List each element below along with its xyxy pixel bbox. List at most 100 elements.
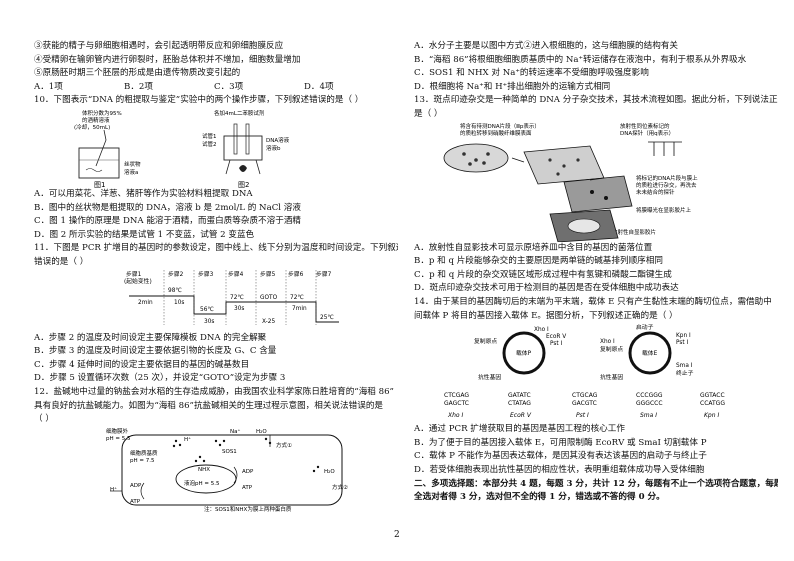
flame-icon	[239, 164, 247, 172]
q10-stem: 10．下图表示“DNA 的粗提取与鉴定”实验中的两个操作步骤，下列叙述错误的是（…	[34, 95, 364, 106]
ph-in-label: 细胞质基质	[130, 449, 158, 457]
fig1-label-a: 丝状物	[124, 160, 141, 168]
fig1-label-top3: (冷却，50mL)	[74, 123, 110, 131]
q11-pcr-svg: 步骤1 (起始变性) 步骤2 步骤3 步骤4 步骤5 步骤6 步骤7 98℃ 7…	[124, 269, 339, 325]
seq-4-top: CCCGGG	[636, 392, 663, 399]
ph-in-value: pH = 7.5	[130, 458, 155, 464]
nhx-label: NHX	[198, 467, 210, 473]
q9-options: A．1项 B．2项 C．3项 D．4项	[34, 81, 398, 95]
na-label: Na⁺	[230, 428, 240, 435]
q9-option-d: D．4项	[304, 81, 334, 92]
time-30s-a: 30s	[204, 319, 214, 325]
fig2-label-tube1: 试管1	[202, 132, 217, 140]
petri-dish-icon	[443, 143, 509, 172]
fig2-label-top: 各加4mL二苯胺试剂	[214, 109, 265, 117]
seq-5-bottom: CCATGG	[700, 400, 725, 407]
q14-stem-2: 间载体 P 将目的基因接入载体 E。据图分析，下列叙述正确的是（ ）	[414, 310, 678, 321]
seq-2-top: GATATC	[508, 392, 531, 399]
q13-figure: 将含有待测DNA片段（Ⅲp表示） 的质粒转移到硝酸纤维膜表面 放射性同位素标记的…	[414, 122, 778, 242]
p-ecorv: EcoR Ⅴ	[546, 334, 566, 340]
step1-sub: (起始变性)	[124, 277, 152, 285]
seq-5-top: GGTACC	[700, 392, 725, 399]
p-pst: Pst Ⅰ	[550, 341, 563, 347]
ph-out-value: pH = 5.5	[106, 436, 131, 442]
q14-option-a: A．通过 PCR 扩增获取目的基因是基因工程的核心工作	[414, 424, 625, 435]
q10-fig2: 各加4mL二苯胺试剂 试管1 试管2 DNA溶液 溶液b 图2	[202, 109, 290, 189]
q9-option-b: B．2项	[124, 81, 153, 92]
q10-option-d: D．图 2 所示实验的结果是试管 1 不变蓝，试管 2 变蓝色	[34, 229, 255, 240]
q11-option-c: C．步骤 4 延伸时间的设定主要依据目的基因的碱基数目	[34, 359, 250, 370]
seq-5-name: Kpn Ⅰ	[704, 412, 719, 419]
h2o-label-2: H₂O	[324, 469, 335, 475]
seq-4-name: Sma Ⅰ	[640, 412, 657, 419]
temp-72b: 72℃	[290, 294, 304, 301]
step3-label: 步骤3	[198, 270, 214, 278]
left-column: ③获能的精子与卵细胞相遇时，会引起透明带反应和卵细胞膜反应 ④受精卵在输卵管内进…	[34, 0, 398, 513]
h2o-label-1: H₂O	[256, 429, 267, 435]
statement-4: ④受精卵在输卵管内进行卵裂时，胚胎总体积并不增加，细胞数量增加	[34, 54, 301, 65]
e-pst: Pst Ⅰ	[676, 340, 689, 346]
q14-figure: 载体P 载体E Xho Ⅰ EcoR Ⅴ Pst Ⅰ 复制原点 抗性基因 启动子…	[414, 323, 778, 423]
q13-svg: 将含有待测DNA片段（Ⅲp表示） 的质粒转移到硝酸纤维膜表面 放射性同位素标记的…	[443, 122, 698, 242]
q13-stem-2: 是（ ）	[414, 108, 443, 119]
adp-label-2: ADP	[130, 483, 142, 489]
statement-5: ⑤原肠胚时期三个胚层的形成是由遗传物质改变引起的	[34, 68, 241, 79]
seq-2-bottom: CTATAG	[508, 400, 531, 407]
q12-note: 注：SOS1和NHX为膜上两种蛋白质	[204, 505, 292, 513]
time-30s-b: 30s	[234, 306, 244, 312]
vacuole-ph: 液泡pH = 5.5	[184, 479, 220, 487]
e-ori: 复制原点	[600, 345, 623, 353]
carrier-e-label: 载体E	[642, 349, 658, 357]
seq-2-name: EcoR Ⅴ	[510, 412, 532, 419]
water-bath-icon	[223, 135, 263, 161]
q9-option-a: A．1项	[34, 81, 63, 92]
q10-option-b: B．图中的丝状物是粗提取的 DNA，溶液 b 是 2mol/L 的 NaCl 溶…	[34, 202, 301, 213]
adp-label-1: ADP	[242, 469, 254, 475]
q13-option-c: C．p 和 q 片段的杂交双链区域形成过程中有氢键和磷酸二酯键生成	[414, 269, 672, 280]
plasmid-e	[628, 331, 672, 375]
beaker-icon	[78, 147, 120, 179]
fig1-label-b: 溶液a	[124, 168, 138, 176]
e-xho: Xho Ⅰ	[600, 339, 615, 345]
q13-label-5: 放射性自显影胶片	[612, 228, 656, 236]
q12-option-c: C．SOS1 和 NHX 对 Na⁺的转运速率不受细胞呼吸强度影响	[414, 68, 649, 79]
seq-3-name: Pst Ⅰ	[576, 412, 589, 419]
p-resist: 抗性基因	[478, 373, 501, 381]
h-label-2: H⁺	[110, 486, 117, 493]
right-column: A．水分子主要是以图中方式②进入根细胞的，这与细胞膜的结构有关 B．“海稻 86…	[414, 0, 778, 505]
q13-label-1: 将含有待测DNA片段（Ⅲp表示）	[460, 122, 540, 130]
section2-heading-2: 全选对者得 3 分，选对但不全的得 1 分，错选或不答的得 0 分。	[414, 492, 665, 503]
q13-option-a: A．放射性自显影技术可显示原培养皿中含目的基因的菌落位置	[414, 242, 653, 253]
q12-option-d: D．根细胞将 Na⁺和 H⁺排出细胞外的运输方式相同	[414, 81, 611, 92]
p-xho: Xho Ⅰ	[534, 327, 549, 333]
way1-label: 方式①	[276, 441, 292, 449]
seq-4-bottom: GGGCCC	[636, 400, 663, 407]
q14-option-c: C．载体 P 不能作为基因表达载体，是因其没有表达该基因的启动子与终止子	[414, 451, 707, 462]
q10-figure: 体积分数为95% 的酒精溶液 (冷却，50mL) 丝状物 溶液a 图1 各加4m…	[34, 108, 398, 189]
time-7min: 7min	[292, 306, 307, 312]
q14-svg: 载体P 载体E Xho Ⅰ EcoR Ⅴ Pst Ⅰ 复制原点 抗性基因 启动子…	[444, 323, 725, 419]
q10-figure-svg: 体积分数为95% 的酒精溶液 (冷却，50mL) 丝状物 溶液a 图1 各加4m…	[74, 109, 290, 189]
temp-98: 98℃	[168, 287, 182, 294]
q13-label-3b: 的质粒进行杂交，再洗去	[636, 181, 697, 189]
fig2-label-tube2: 试管2	[202, 140, 217, 148]
q13-label-4: 将膜曝光在显影胶片上	[636, 206, 692, 214]
time-10s: 10s	[174, 300, 184, 306]
step7-label: 步骤7	[316, 270, 332, 278]
q10-option-c: C．图 1 操作的原理是 DNA 能溶于酒精，而蛋白质等杂质不溶于酒精	[34, 216, 302, 227]
goto-label: GOTO	[260, 295, 278, 301]
q13-option-b: B．p 和 q 片段能够杂交的主要原因是两单链的碱基排列顺序相同	[414, 256, 663, 267]
e-kpn: Kpn Ⅰ	[676, 333, 691, 339]
q13-label-3: 将标记的DNA片段与膜上	[636, 174, 698, 182]
temp-25: 25℃	[320, 314, 334, 321]
q13-label-2b: DNA探针（用q表示）	[620, 129, 674, 137]
fig2-label-b: 溶液b	[266, 144, 281, 152]
step6-label: 步骤6	[288, 270, 304, 278]
repeat-label: X-25	[262, 319, 275, 325]
carrier-p-label: 载体P	[516, 349, 532, 357]
plasmid-p	[502, 331, 546, 375]
e-stop: 终止子	[676, 369, 694, 377]
step5-label: 步骤5	[260, 270, 276, 278]
seq-3-bottom: GACGTC	[572, 400, 597, 407]
cell-membrane	[121, 434, 343, 506]
